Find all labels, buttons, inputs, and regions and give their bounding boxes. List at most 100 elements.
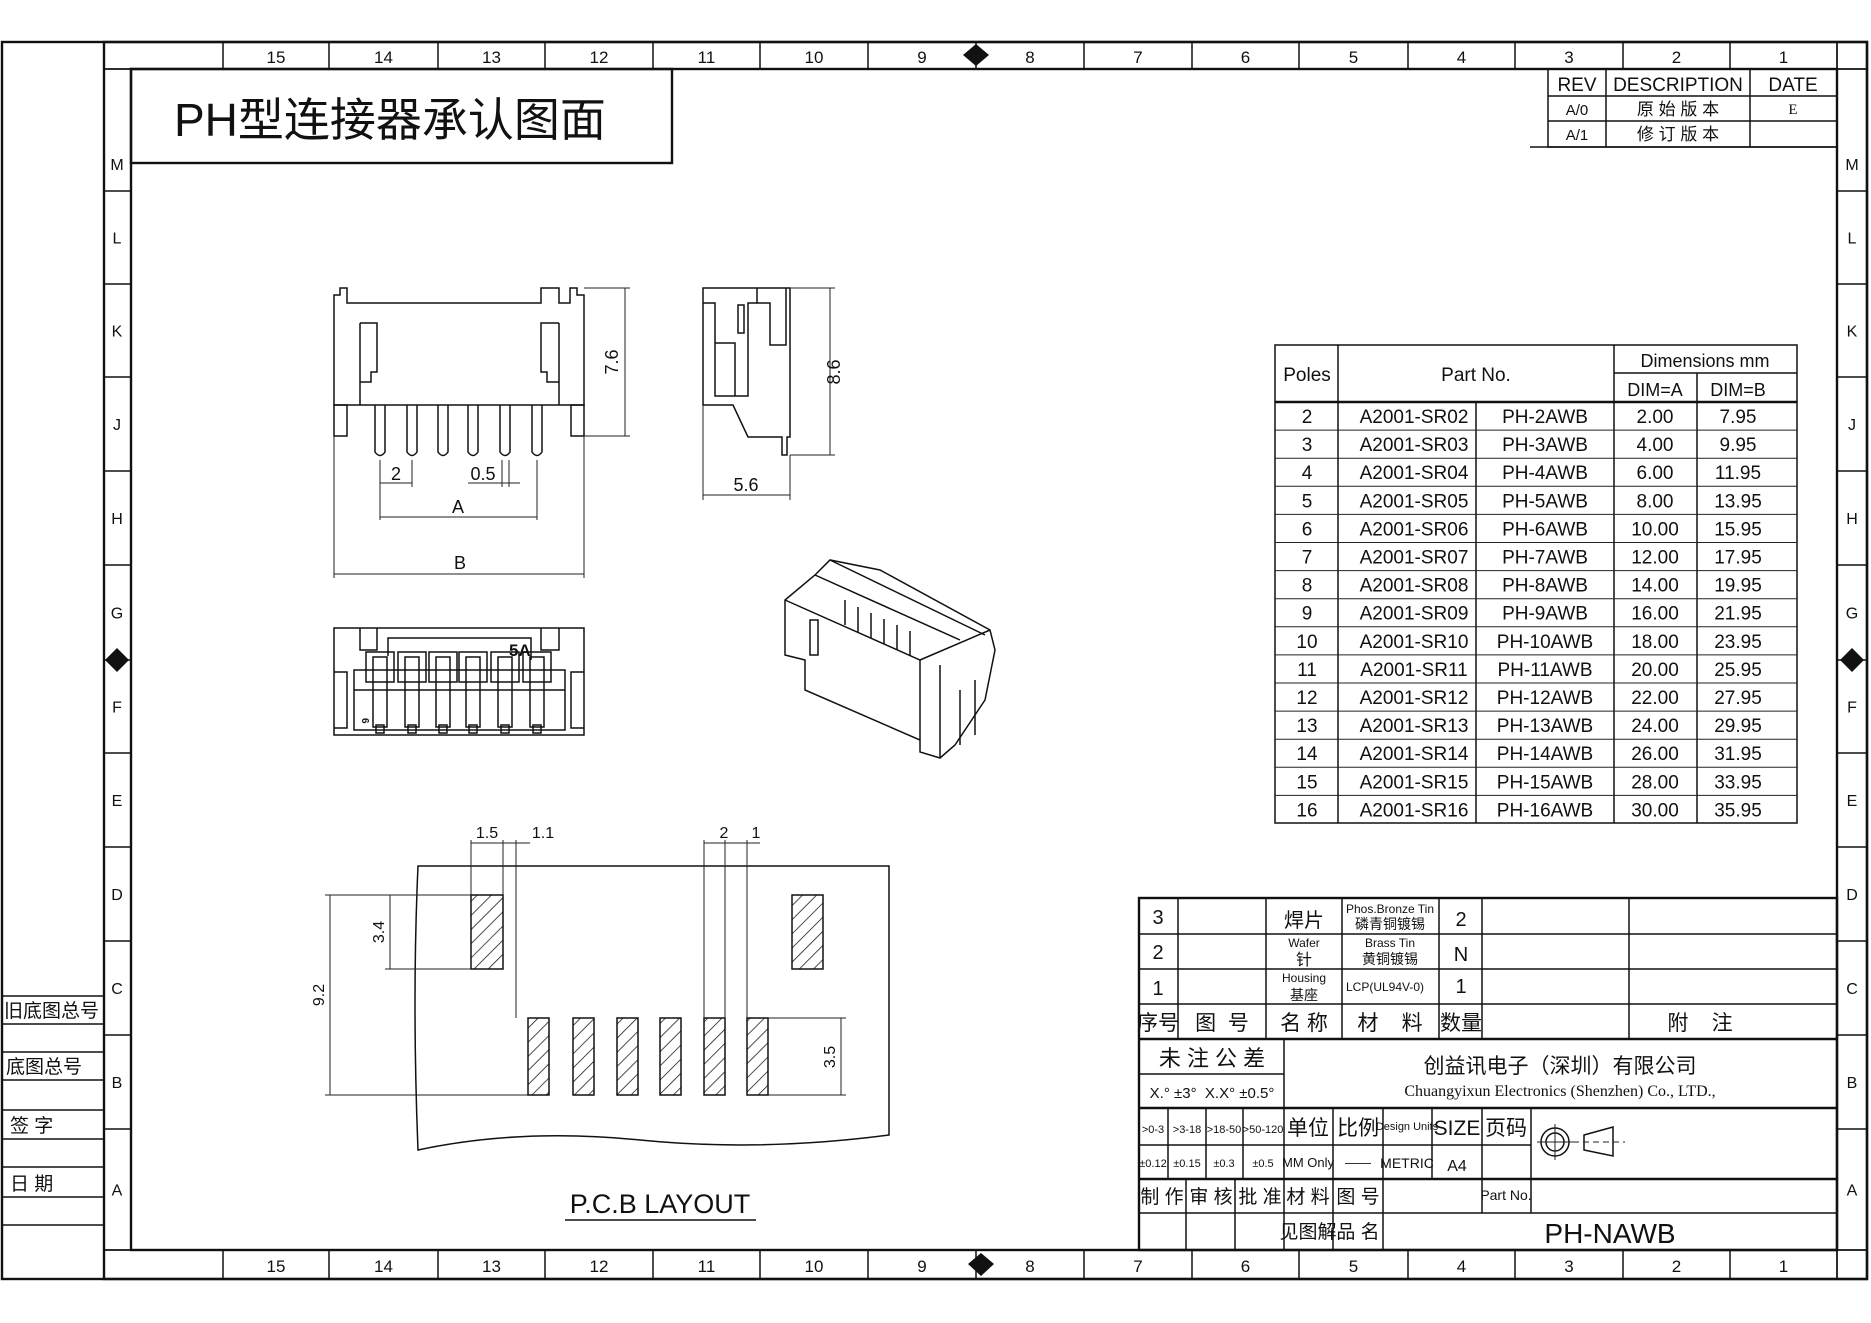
revision-table: REV DESCRIPTION DATE A/0 原 始 版 本 E A/1 修… bbox=[1530, 68, 1838, 148]
table-cell: A2001-SR13 bbox=[1360, 716, 1469, 737]
bom-header-material: 材 料 bbox=[1357, 1012, 1422, 1035]
table-cell: PH-8AWB bbox=[1502, 576, 1588, 597]
column-label-top: 5 bbox=[1349, 48, 1358, 67]
see-drawing-label: 见图解 bbox=[1279, 1221, 1336, 1243]
pole-count-mark: 6 bbox=[359, 718, 370, 724]
made-by-label: 制 作 bbox=[1140, 1186, 1183, 1208]
column-label-bottom: 4 bbox=[1457, 1257, 1466, 1276]
scale-label: 比例 bbox=[1337, 1117, 1379, 1140]
table-cell: 8.00 bbox=[1637, 491, 1674, 512]
pin-foot bbox=[375, 724, 385, 734]
dim-b: B bbox=[454, 553, 466, 573]
table-cell: PH-9AWB bbox=[1502, 604, 1588, 625]
column-label-bottom: 11 bbox=[698, 1257, 716, 1276]
pcb-pad bbox=[527, 1017, 550, 1096]
table-cell: 13.95 bbox=[1714, 491, 1762, 512]
part-number: PH-NAWB bbox=[1544, 1218, 1675, 1249]
pin bbox=[437, 405, 449, 457]
pin-lead bbox=[465, 656, 481, 728]
bom-header-qty: 数量 bbox=[1440, 1012, 1482, 1035]
table-cell: 12.00 bbox=[1631, 548, 1679, 569]
scale-value: —— bbox=[1345, 1155, 1371, 1170]
center-marker-top bbox=[963, 44, 989, 66]
table-cell: 25.95 bbox=[1714, 660, 1762, 681]
column-label-top: 4 bbox=[1457, 48, 1466, 67]
projection-symbol-icon bbox=[1537, 1124, 1625, 1160]
row-label-right: H bbox=[1846, 511, 1858, 528]
bom-header-remark: 附 注 bbox=[1667, 1012, 1732, 1035]
side-label-old-drawing-no: 旧底图总号 bbox=[4, 1000, 99, 1022]
table-cell: A2001-SR09 bbox=[1360, 604, 1469, 625]
rev-row-2-desc: 修 订 版 本 bbox=[1637, 125, 1719, 144]
table-cell: 14.00 bbox=[1631, 576, 1679, 597]
pin-foot bbox=[438, 724, 448, 734]
row-label-left: A bbox=[112, 1183, 123, 1200]
table-cell: 7 bbox=[1302, 548, 1313, 569]
center-marker-left bbox=[105, 648, 129, 672]
header-part-no: Part No. bbox=[1441, 365, 1511, 386]
pin-lead bbox=[435, 656, 451, 728]
column-label-top: 15 bbox=[267, 48, 286, 67]
table-cell: A2001-SR14 bbox=[1360, 744, 1469, 765]
rev-header-description: DESCRIPTION bbox=[1613, 75, 1743, 96]
pin bbox=[406, 405, 418, 457]
column-label-top: 14 bbox=[374, 48, 393, 67]
column-label-top: 10 bbox=[805, 48, 824, 67]
title-block: 3 焊片 Phos.Bronze Tin 磷青铜镀锡 2 2 Wafer 针 B… bbox=[1137, 896, 1839, 1252]
row-label-left: G bbox=[111, 606, 123, 623]
table-cell: A2001-SR03 bbox=[1360, 435, 1469, 456]
table-cell: 2 bbox=[1302, 407, 1313, 428]
dim-pcb-9-2: 9.2 bbox=[311, 984, 328, 1006]
table-cell: 27.95 bbox=[1714, 688, 1762, 709]
bom-1-qty: 1 bbox=[1455, 976, 1466, 998]
row-label-right: A bbox=[1847, 1183, 1858, 1200]
dimensions-table: Poles Part No. Dimensions mm DIM=A DIM=B… bbox=[1274, 344, 1798, 824]
center-marker-right bbox=[1840, 648, 1864, 672]
column-label-top: 3 bbox=[1564, 48, 1573, 67]
table-cell: 21.95 bbox=[1714, 604, 1762, 625]
row-label-left: J bbox=[113, 417, 121, 434]
dim-height-8-6: 8.6 bbox=[824, 359, 844, 384]
table-cell: PH-5AWB bbox=[1502, 491, 1588, 512]
pcb-pad bbox=[616, 1017, 639, 1096]
dim-pin-width-0-5: 0.5 bbox=[470, 464, 495, 484]
bom-header-drawing-no: 图 号 bbox=[1195, 1012, 1249, 1035]
part-no-label: Part No. bbox=[1480, 1187, 1531, 1203]
table-cell: 15.95 bbox=[1714, 519, 1762, 540]
tolerance-title: 未 注 公 差 bbox=[1159, 1046, 1265, 1071]
row-label-right: E bbox=[1847, 793, 1858, 810]
rev-row-1-date: E bbox=[1788, 102, 1797, 118]
table-cell: 33.95 bbox=[1714, 772, 1762, 793]
column-label-top: 12 bbox=[590, 48, 609, 67]
column-label-bottom: 14 bbox=[374, 1257, 393, 1276]
range-4: >50-120 bbox=[1243, 1124, 1284, 1136]
bom-2-material-en: Brass Tin bbox=[1365, 936, 1415, 950]
row-label-right: B bbox=[1847, 1075, 1858, 1092]
unit-label: 单位 bbox=[1287, 1117, 1329, 1140]
table-cell: PH-12AWB bbox=[1497, 688, 1593, 709]
column-label-bottom: 6 bbox=[1241, 1257, 1250, 1276]
pin-lead bbox=[404, 656, 420, 728]
pin-foot bbox=[500, 724, 510, 734]
row-label-right: D bbox=[1846, 887, 1858, 904]
rev-header-rev: REV bbox=[1557, 75, 1596, 96]
tolerance-3: ±0.3 bbox=[1213, 1158, 1234, 1170]
bom-header-no: 序号 bbox=[1137, 1012, 1179, 1035]
table-cell: PH-16AWB bbox=[1497, 800, 1593, 821]
table-cell: PH-15AWB bbox=[1497, 772, 1593, 793]
column-label-bottom: 7 bbox=[1133, 1257, 1142, 1276]
side-view-drawing: 8.6 5.6 bbox=[702, 287, 844, 500]
table-cell: A2001-SR11 bbox=[1360, 660, 1467, 681]
page-label: 页码 bbox=[1485, 1117, 1527, 1140]
table-cell: A2001-SR05 bbox=[1360, 491, 1469, 512]
table-cell: A2001-SR08 bbox=[1360, 576, 1469, 597]
table-cell: PH-2AWB bbox=[1502, 407, 1588, 428]
pin bbox=[374, 405, 386, 457]
bom-3-no: 3 bbox=[1152, 907, 1163, 929]
table-cell: PH-4AWB bbox=[1502, 463, 1588, 484]
table-cell: A2001-SR16 bbox=[1360, 800, 1469, 821]
pin-foot bbox=[407, 724, 417, 734]
table-cell: PH-14AWB bbox=[1497, 744, 1593, 765]
pcb-pad bbox=[703, 1017, 726, 1096]
row-label-right: M bbox=[1845, 157, 1858, 174]
